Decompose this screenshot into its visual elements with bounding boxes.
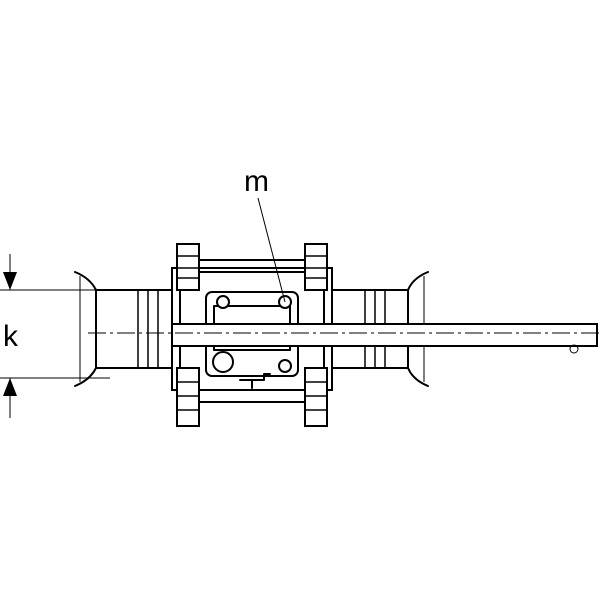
left-pipe-fitting [74, 271, 173, 387]
mount-hole-bottom-right [278, 359, 292, 373]
mount-hole-top-left [216, 295, 230, 309]
label-m: m [244, 165, 269, 198]
bolt-bottom-right [304, 367, 328, 427]
label-k: k [3, 320, 19, 353]
dimension-k [0, 254, 110, 418]
bolt-top-left [176, 243, 200, 291]
mount-hole-bottom-left [212, 351, 234, 373]
leader-line-m [257, 197, 286, 303]
bolt-bottom-left [176, 367, 200, 427]
valve-handle [171, 323, 598, 354]
bolt-top-right [304, 243, 328, 291]
flange-bolts [176, 243, 328, 427]
